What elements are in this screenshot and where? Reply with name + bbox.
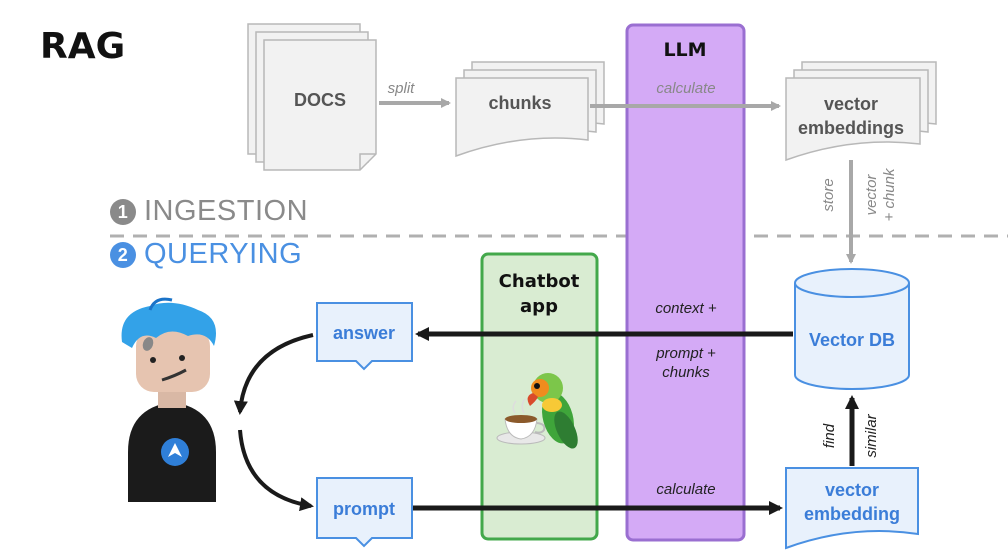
prompt-label: prompt <box>333 499 395 519</box>
calculate-top-label: calculate <box>656 80 715 97</box>
split-label: split <box>388 80 416 97</box>
user-avatar <box>121 297 216 502</box>
querying-text: QUERYING <box>144 238 303 270</box>
calculate-bottom-label: calculate <box>656 481 715 498</box>
llm-node: LLM <box>625 23 746 542</box>
answer-label: answer <box>333 323 395 343</box>
similar-label: similar <box>863 413 880 457</box>
docs-node: DOCS <box>247 23 377 171</box>
querying-number-badge: 2 <box>110 241 136 268</box>
querying-phase-label: 2 QUERYING <box>110 238 302 271</box>
chunks-label: chunks <box>488 93 551 113</box>
vector-db-label: Vector DB <box>809 330 895 350</box>
vector-embedding-node: vector embedding <box>785 467 919 550</box>
chatbot-label-line2: app <box>520 296 558 317</box>
vector-embeddings-node: vector embeddings <box>785 61 937 162</box>
vector-embedding-label-line1: vector <box>825 480 879 500</box>
vector-db-node: Vector DB <box>794 268 910 390</box>
ingestion-text: INGESTION <box>144 195 309 227</box>
vector-embeddings-label-line1: vector <box>824 94 878 114</box>
ingestion-phase-label: 1 INGESTION <box>110 195 308 228</box>
find-label: find <box>821 423 838 448</box>
chatbot-label-line1: Chatbot <box>499 271 580 292</box>
vector-embedding-label-line2: embedding <box>804 504 900 524</box>
user-to-prompt-arrow <box>238 429 314 512</box>
docs-label: DOCS <box>294 90 346 110</box>
store-label: store <box>820 178 837 211</box>
answer-to-user-arrow <box>233 333 314 415</box>
ingestion-number-badge: 1 <box>110 198 136 225</box>
diagram-title: RAG <box>40 26 126 67</box>
answer-node: answer <box>316 302 413 371</box>
prompt-chunks-label-line2: chunks <box>662 364 710 381</box>
llm-label: LLM <box>663 39 706 61</box>
vector-chunk-label-line2: + chunk <box>881 167 898 221</box>
vector-embeddings-label-line2: embeddings <box>798 118 904 138</box>
prompt-chunks-label-line1: prompt + <box>655 345 716 362</box>
chunks-node: chunks <box>455 61 605 158</box>
prompt-node: prompt <box>316 477 413 548</box>
vector-chunk-label-line1: vector <box>863 174 880 216</box>
context-label: context + <box>655 300 717 317</box>
parrot-tea-icon <box>496 373 578 449</box>
